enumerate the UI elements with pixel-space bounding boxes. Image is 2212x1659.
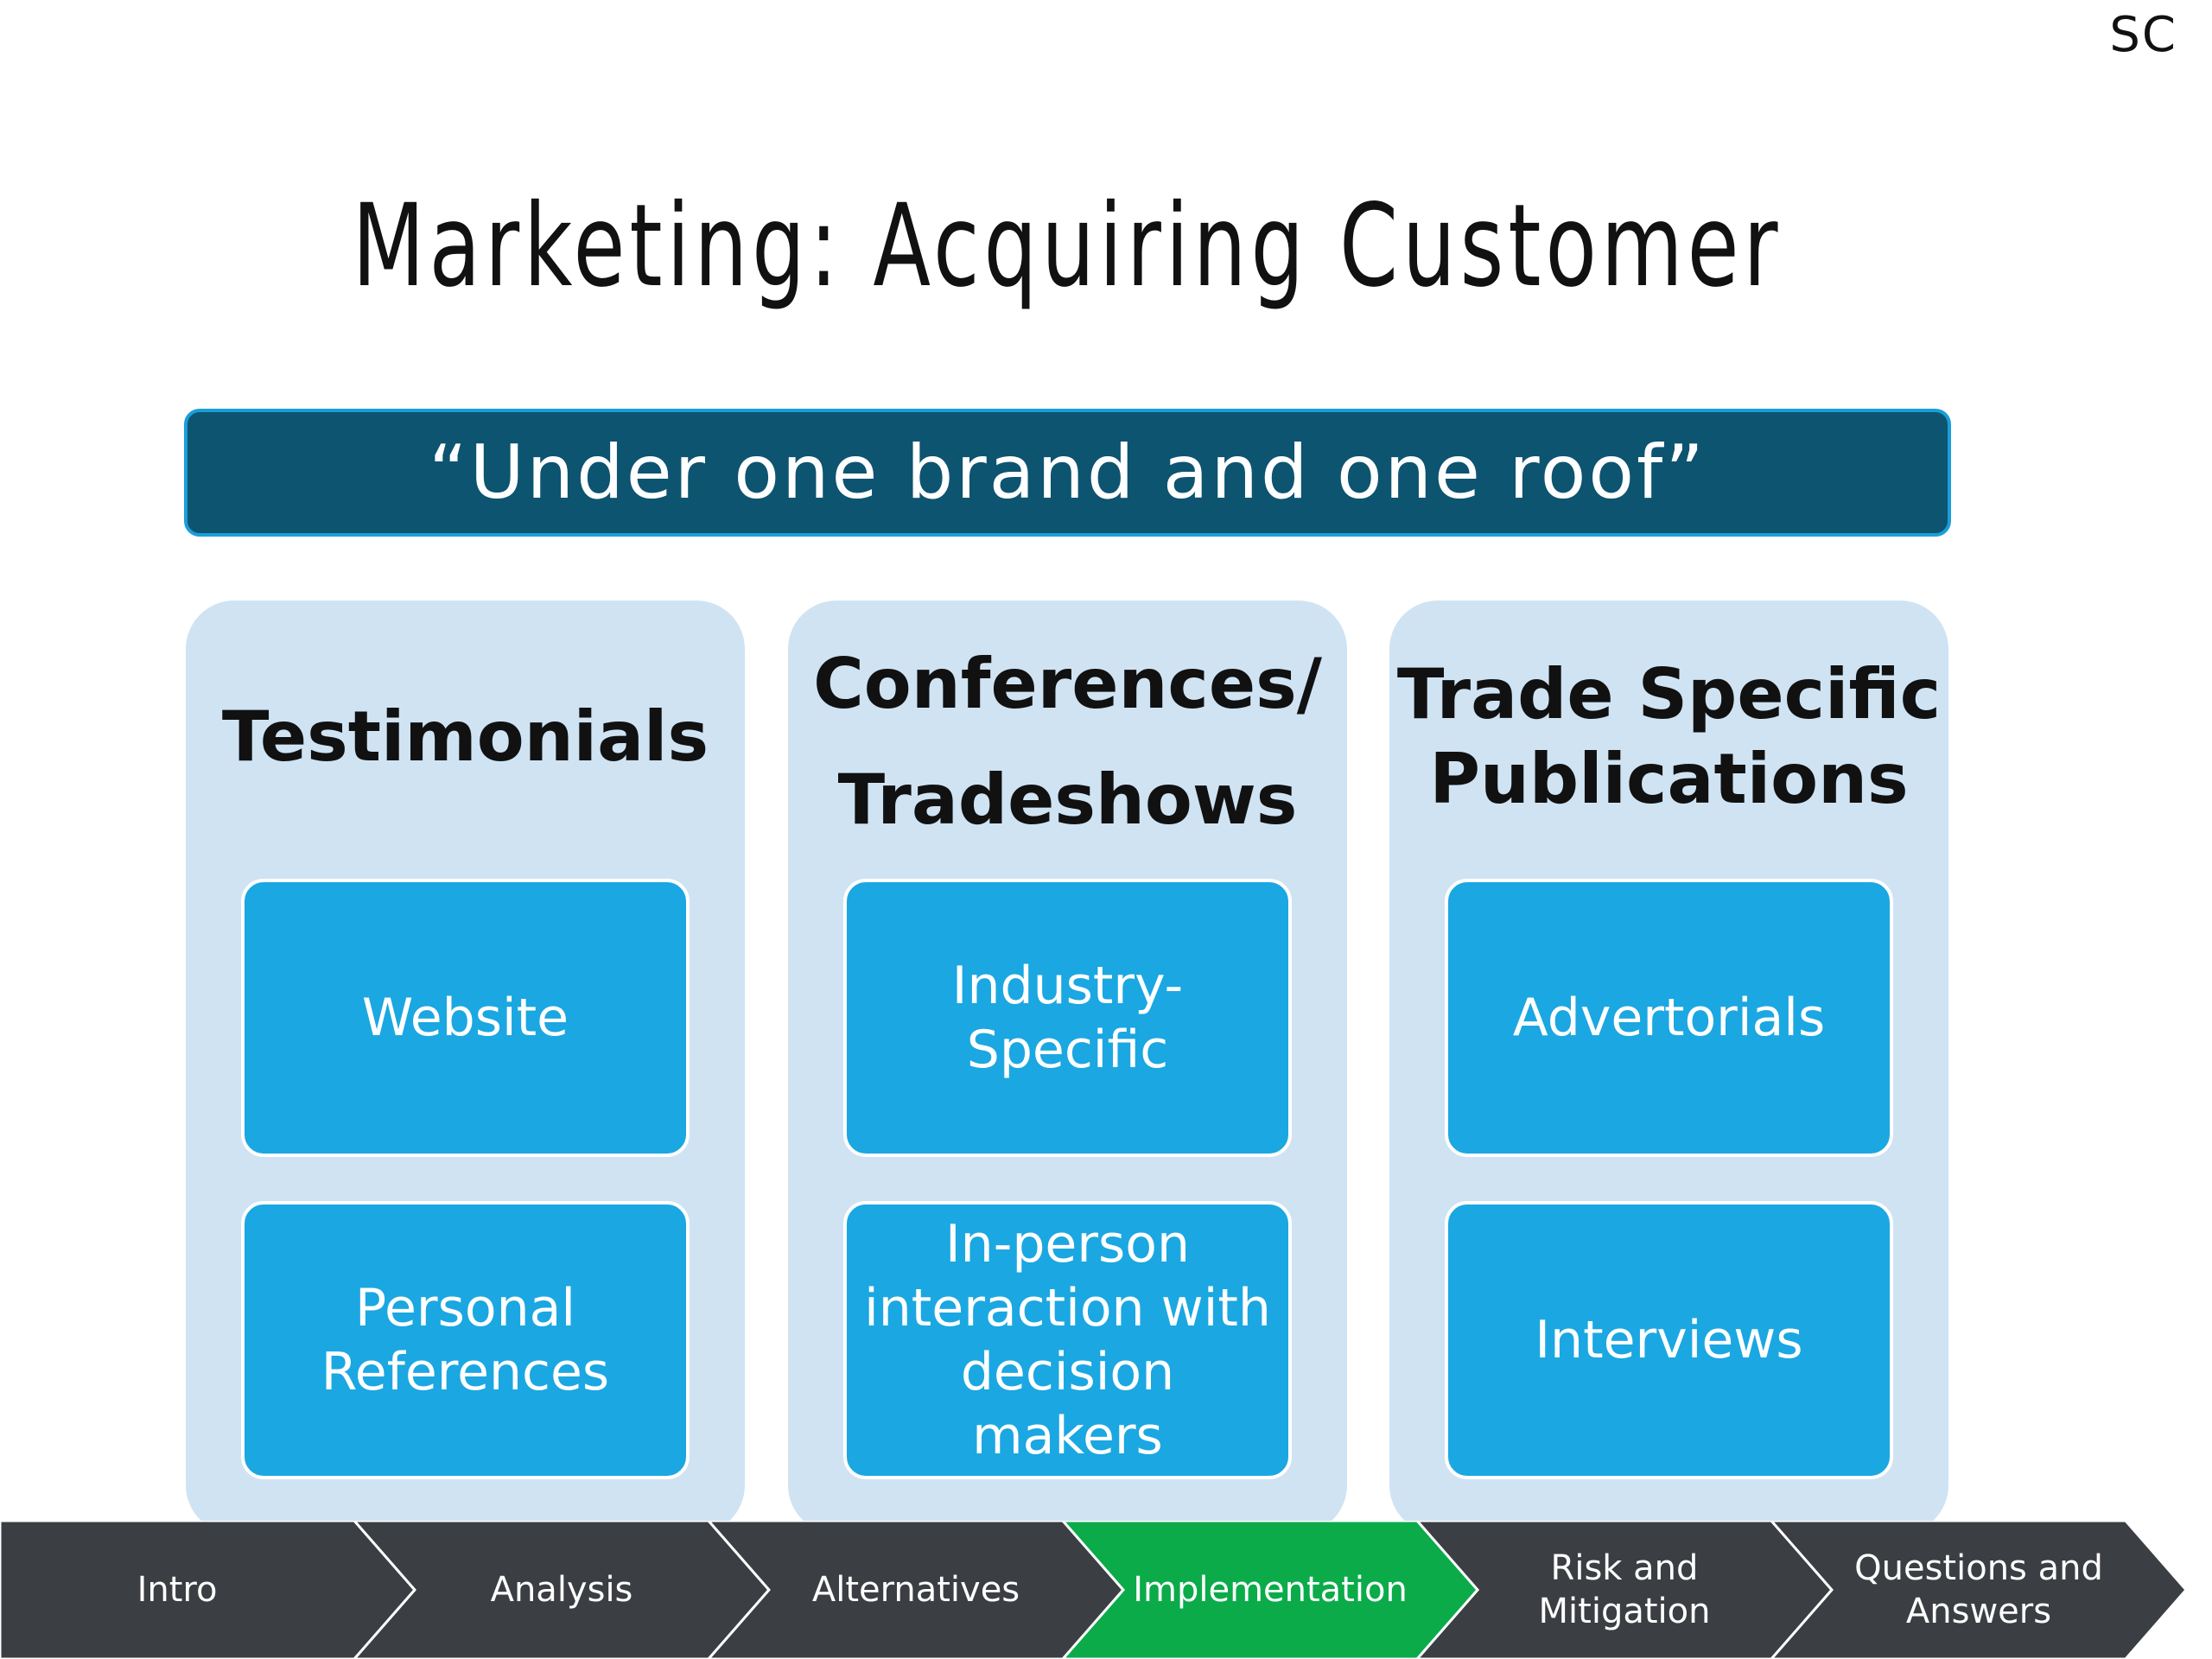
nav-chevron-alternatives[interactable] [707,1521,1125,1659]
nav-item-implementation[interactable]: Implementation [1133,1570,1408,1610]
nav-item-alternatives[interactable]: Alternatives [811,1570,1020,1610]
nav-item-analysis[interactable]: Analysis [490,1570,633,1610]
column-testimonials: Testimonials Website Personal References [186,601,745,1534]
nav-chevrons [0,1521,2188,1659]
nav-item-risk-and-mitigation[interactable]: Risk and Mitigation [1538,1548,1711,1631]
card-interviews: Interviews [1445,1201,1893,1479]
column-conferences: Conferences/ Tradeshows Industry- Specif… [788,601,1347,1534]
nav-chevron-implementation[interactable] [1061,1521,1479,1659]
column-header: Testimonials [221,696,709,777]
section-nav-bar: Intro Analysis Alternatives Implementation R… [0,1521,2212,1659]
corner-tag: SC [2109,7,2177,63]
column-header: Conferences/ Tradeshows [813,644,1322,840]
nav-chevron-questions-and-answers[interactable] [1770,1521,2188,1659]
column-header: Trade Specific Publications [1396,654,1942,819]
card-advertorials: Advertorials [1445,879,1893,1157]
nav-item-questions-and-answers[interactable]: Questions and Answers [1854,1548,2103,1631]
card-personal-references: Personal References [241,1201,690,1479]
slide-title: Marketing: Acquiring Customer [352,180,1783,313]
card-website: Website [241,879,690,1157]
card-in-person-interaction: In-person interaction with decision make… [843,1201,1292,1479]
column-trade-publications: Trade Specific Publications Advertorials… [1389,601,1948,1534]
nav-chevron-analysis[interactable] [353,1521,771,1659]
card-industry-specific: Industry- Specific [843,879,1292,1157]
slogan-banner: “Under one brand and one roof” [184,409,1951,537]
nav-item-intro[interactable]: Intro [137,1570,218,1610]
